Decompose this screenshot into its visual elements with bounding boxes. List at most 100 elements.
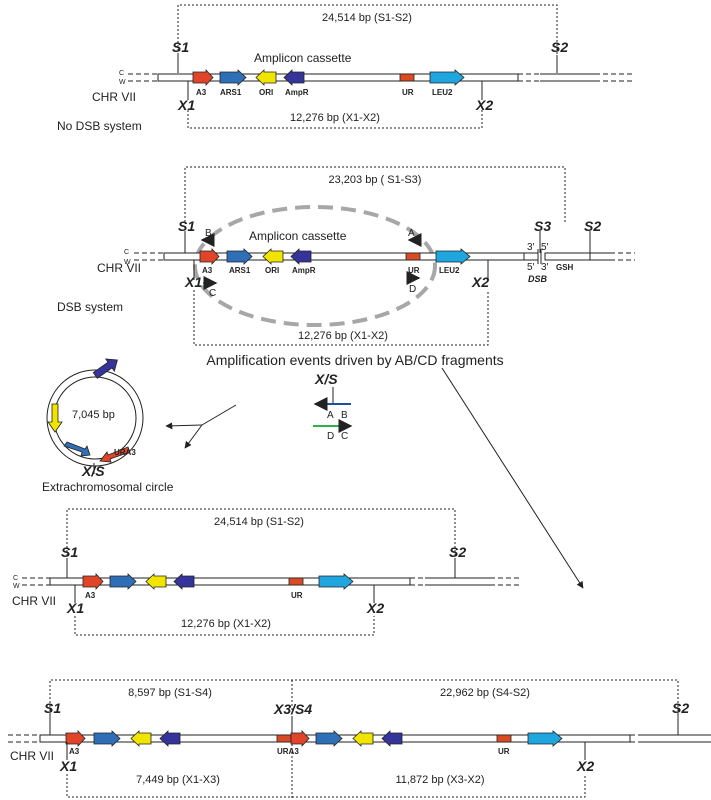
- end-3-bottom: 3′: [541, 262, 549, 273]
- label-ars1-dsb: ARS1: [229, 266, 251, 275]
- panel-dsb: 23,203 bp ( S1-S3) S1 S3 S2 Amplicon cas…: [57, 166, 635, 346]
- marker-s3: S3: [534, 218, 551, 234]
- panel-integrated: 8,597 bp (S1-S4) 22,962 bp (S4-S2) S1 X3…: [8, 679, 711, 800]
- ampr-arrow-integrated-2: [381, 730, 403, 747]
- span-x1-x3: 7,449 bp (X1-X3): [136, 774, 220, 786]
- label-ur-integrated: UR: [498, 747, 510, 756]
- panel-restored: 24,514 bp (S1-S2) S1 S2 C W A3 UR CHR VI…: [12, 508, 520, 636]
- label-ampr: AmpR: [285, 88, 309, 97]
- a3-arrow-integrated-1: [65, 729, 86, 748]
- chromosome-bar-dsb: [163, 252, 525, 261]
- ampr-arrow-restored: [173, 573, 195, 590]
- strand-c-restored: C: [13, 575, 18, 582]
- circle-ars1-arrow: [63, 441, 91, 457]
- circle-label: Extrachromosomal circle: [42, 480, 174, 494]
- marker-s2-integrated: S2: [672, 700, 689, 716]
- ori-arrow-integrated-2: [352, 730, 374, 747]
- span-s1-s2: 24,514 bp (S1-S2): [322, 12, 412, 24]
- marker-x1: X1: [177, 97, 195, 113]
- leu2-arrow: [429, 69, 465, 86]
- fragment-b-label: B: [341, 410, 348, 421]
- ur-box-integrated: [496, 734, 512, 743]
- circle-ura3-label: URA3: [114, 448, 136, 457]
- marker-x2-restored: X2: [366, 600, 384, 616]
- circle-size: 7,045 bp: [72, 409, 115, 421]
- strand-w-restored: W: [13, 583, 20, 590]
- marker-s1-integrated: S1: [44, 700, 61, 716]
- marker-x2-integrated: X2: [576, 758, 594, 774]
- circle-ori-arrow: [47, 403, 63, 433]
- label-ori: ORI: [259, 88, 273, 97]
- marker-xs-center: X/S: [314, 371, 338, 387]
- ura3-box: [276, 734, 292, 743]
- amplification-events: Amplification events driven by AB/CD fra…: [165, 352, 584, 589]
- panel-no-dsb: 24,514 bp (S1-S2) S1 S2 Amplicon cassett…: [57, 4, 632, 133]
- marker-x3s4: X3/S4: [273, 701, 312, 717]
- cassette-label: Amplicon cassette: [254, 51, 352, 65]
- marker-s2: S2: [551, 39, 568, 55]
- ars1-arrow-integrated-2: [315, 730, 343, 747]
- primer-c-label: C: [209, 288, 216, 299]
- dsb-label: DSB system: [57, 300, 123, 314]
- chromosome-label: CHR VII: [92, 90, 136, 104]
- span-s1-s2-restored: 24,514 bp (S1-S2): [214, 516, 304, 528]
- label-ur-restored: UR: [291, 591, 303, 600]
- label-leu2: LEU2: [432, 88, 453, 97]
- marker-x2-dsb: X2: [471, 274, 489, 290]
- strand-c-dsb: C: [124, 249, 129, 256]
- ur-box: [399, 73, 415, 82]
- label-ori-dsb: ORI: [265, 266, 279, 275]
- primer-b-label: B: [205, 228, 212, 239]
- label-ur: UR: [402, 88, 414, 97]
- span-x1-x2-restored: 12,276 bp (X1-X2): [181, 618, 271, 630]
- a3-arrow: [192, 68, 214, 87]
- end-5-top: 5′: [541, 242, 549, 253]
- marker-s1: S1: [172, 39, 189, 55]
- chromosome-bar: [157, 73, 519, 82]
- label-ampr-dsb: AmpR: [292, 266, 316, 275]
- marker-s1-dsb: S1: [178, 218, 195, 234]
- circle-a3-arrow: [99, 446, 131, 463]
- amplification-title: Amplification events driven by AB/CD fra…: [206, 352, 503, 368]
- label-a3: A3: [196, 88, 207, 97]
- primer-d-label: D: [409, 284, 416, 295]
- no-dsb-label: No DSB system: [57, 119, 142, 133]
- marker-x1-restored: X1: [66, 600, 84, 616]
- end-5-bottom: 5′: [527, 262, 535, 273]
- primer-a-label: A: [408, 228, 415, 239]
- ori-arrow-restored: [145, 573, 167, 590]
- cassette-label-dsb: Amplicon cassette: [249, 229, 347, 243]
- leu2-arrow-dsb: [435, 248, 471, 265]
- ori-arrow-integrated-1: [130, 730, 152, 747]
- fragment-d-label: D: [327, 431, 334, 442]
- extrachromosomal-circle: 7,045 bp URA3 X/S Extrachromosomal circl…: [42, 358, 174, 494]
- ars1-arrow-restored: [109, 573, 137, 590]
- leu2-arrow-integrated: [527, 730, 563, 747]
- ars1-arrow: [219, 69, 247, 86]
- ampr-arrow-integrated-1: [159, 730, 181, 747]
- a3-arrow-integrated-2: [290, 729, 310, 748]
- marker-s2-restored: S2: [449, 544, 466, 560]
- chromosome-label-restored: CHR VII: [12, 594, 56, 608]
- ur-box-dsb: [405, 252, 421, 261]
- ori-arrow: [255, 69, 277, 86]
- label-ur-dsb: UR: [408, 266, 420, 275]
- circle-ampr-arrow: [92, 358, 118, 379]
- chromosome-bar-restored: [49, 577, 411, 586]
- fragment-a-label: A: [327, 410, 334, 421]
- marker-x2: X2: [475, 97, 493, 113]
- fragment-c-label: C: [341, 431, 348, 442]
- arrow-to-integration: [441, 367, 584, 589]
- ampr-arrow-dsb: [290, 248, 312, 265]
- label-ura3-integrated: URA3: [277, 747, 299, 756]
- span-s1-s3: 23,203 bp ( S1-S3): [329, 174, 422, 186]
- ur-box-restored: [288, 577, 304, 586]
- label-a3-integrated: A3: [69, 747, 80, 756]
- chromosome-label-dsb: CHR VII: [97, 261, 141, 275]
- marker-x1-dsb: X1: [184, 274, 202, 290]
- span-s4-s2: 22,962 bp (S4-S2): [440, 687, 530, 699]
- amplification-loop: [193, 205, 437, 327]
- label-dsb: DSB: [528, 274, 548, 284]
- a3-arrow-dsb: [199, 247, 220, 266]
- label-leu2-dsb: LEU2: [439, 266, 460, 275]
